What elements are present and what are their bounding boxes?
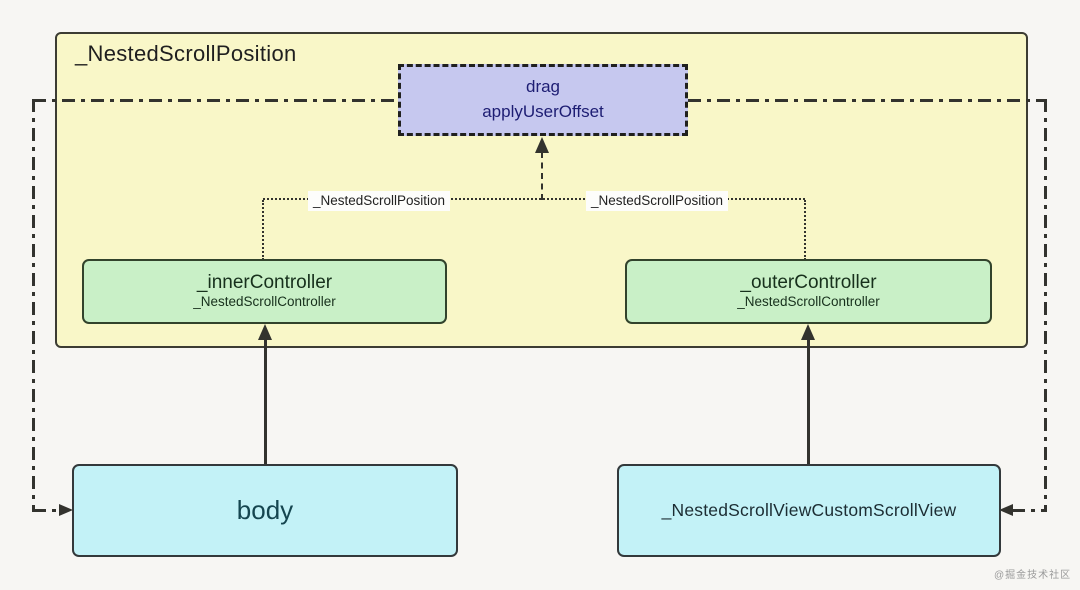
drag-apply-user-offset-box: drag applyUserOffset bbox=[398, 64, 688, 136]
dashdot-line-top-left bbox=[33, 99, 398, 102]
dashdot-line-bottom-right bbox=[1012, 509, 1046, 512]
arrowhead-into-custom-scroll-view bbox=[999, 504, 1013, 516]
arrowhead-into-drag-box bbox=[535, 137, 549, 153]
outer-controller-title: _outerController bbox=[740, 272, 877, 294]
edge-label-nested-scroll-position-right: _NestedScrollPosition bbox=[586, 191, 729, 211]
arrowhead-into-body bbox=[59, 504, 73, 516]
juejin-watermark: @掘金技术社区 bbox=[994, 570, 1072, 581]
body-box: body bbox=[72, 464, 458, 557]
inner-controller-subtitle: _NestedScrollController bbox=[193, 293, 336, 309]
drag-label: drag bbox=[525, 77, 561, 97]
dotted-line-horizontal bbox=[263, 198, 805, 200]
dashdot-line-right-vertical bbox=[1044, 99, 1047, 512]
arrowhead-into-outer-controller bbox=[801, 324, 815, 340]
dashdot-line-left-vertical bbox=[32, 99, 35, 512]
dashdot-line-top-right bbox=[688, 99, 1047, 102]
solid-line-csv-to-outer bbox=[807, 338, 810, 465]
container-title: _NestedScrollPosition bbox=[75, 41, 297, 66]
body-label: body bbox=[236, 495, 294, 525]
outer-controller-subtitle: _NestedScrollController bbox=[737, 293, 880, 309]
arrowhead-into-inner-controller bbox=[258, 324, 272, 340]
dotted-line-left-vertical bbox=[262, 200, 264, 260]
nested-scroll-view-custom-scroll-view-box: _NestedScrollViewCustomScrollView bbox=[617, 464, 1001, 557]
apply-user-offset-label: applyUserOffset bbox=[482, 102, 604, 121]
dashdot-line-bottom-left bbox=[33, 509, 62, 512]
inner-controller-title: _innerController bbox=[196, 272, 333, 294]
edge-label-nested-scroll-position-left: _NestedScrollPosition bbox=[308, 191, 451, 211]
custom-scroll-view-label: _NestedScrollViewCustomScrollView bbox=[661, 500, 957, 520]
solid-line-body-to-inner bbox=[264, 338, 267, 465]
outer-controller-box: _outerController _NestedScrollController bbox=[625, 259, 992, 324]
dashed-line-center-vertical bbox=[541, 152, 543, 200]
dotted-line-right-vertical bbox=[804, 200, 806, 260]
inner-controller-box: _innerController _NestedScrollController bbox=[82, 259, 447, 324]
